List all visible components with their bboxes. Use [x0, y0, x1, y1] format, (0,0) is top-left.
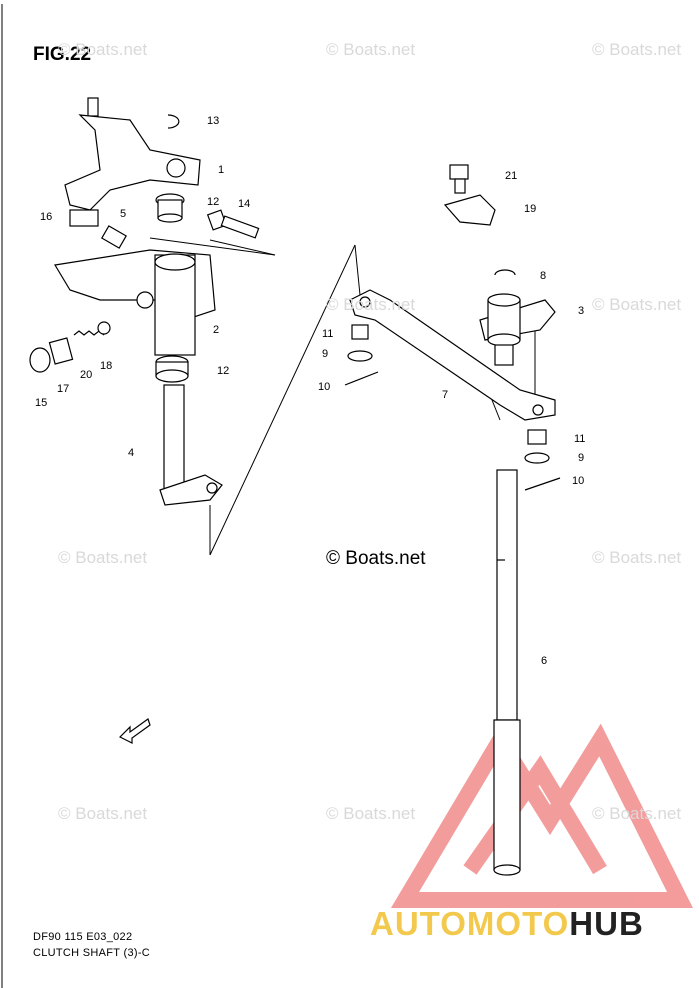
- callout-4: 4: [128, 447, 135, 459]
- cotter-pins-10: [344, 371, 561, 491]
- brand-part-1: AUTO: [370, 905, 467, 942]
- callout-11: 11: [322, 328, 334, 340]
- bracket-2: [54, 249, 216, 356]
- watermark: © Boats.net: [592, 295, 682, 314]
- circlip-8: [494, 269, 516, 276]
- diagram-caption: CLUTCH SHAFT (3)-C: [33, 947, 151, 959]
- automotohub-logo-mark: [390, 723, 693, 908]
- bushing-12-top: [155, 193, 185, 223]
- callout-1: 1: [218, 164, 225, 176]
- figure-title: FIG.22: [33, 44, 92, 65]
- watermark: © Boats.net: [58, 40, 148, 59]
- callout-6: 6: [541, 655, 548, 667]
- detent-parts-15-20: [29, 321, 111, 373]
- washers-9-11-left: [347, 324, 373, 362]
- watermark: © Boats.net: [326, 295, 416, 314]
- bushing-12-bottom: [155, 355, 189, 383]
- brand-part-3: HUB: [569, 905, 644, 942]
- circlip-13: [167, 114, 180, 129]
- callout-18: 18: [100, 360, 113, 372]
- callout-9: 9: [322, 348, 329, 360]
- watermark-main: © Boats.net: [326, 548, 426, 569]
- link-rod-7: [349, 289, 556, 421]
- shaft-4: [159, 384, 223, 506]
- callout-11: 11: [574, 433, 586, 445]
- callout-10: 10: [572, 475, 585, 487]
- callout-12: 12: [207, 196, 220, 208]
- callout-7: 7: [442, 389, 449, 401]
- watermark: © Boats.net: [58, 804, 148, 823]
- callout-2: 2: [213, 324, 220, 336]
- shift-lever-plate: [64, 97, 201, 211]
- bolt-14: [206, 209, 260, 239]
- grease-nipple-5: [101, 225, 127, 249]
- watermark: © Boats.net: [326, 40, 416, 59]
- callout-9: 9: [578, 452, 585, 464]
- clutch-shaft-6: [493, 469, 521, 876]
- callout-12: 12: [217, 365, 230, 377]
- callout-20: 20: [80, 369, 93, 381]
- watermark: © Boats.net: [592, 548, 682, 567]
- automotohub-brand: AUTOMOTOHUB: [370, 905, 644, 943]
- callout-13: 13: [207, 115, 220, 127]
- clamp-16: [69, 209, 99, 227]
- bolt-21: [449, 164, 469, 194]
- brand-part-2: MOTO: [466, 905, 570, 942]
- lever-3: [479, 293, 556, 366]
- watermark: © Boats.net: [592, 40, 682, 59]
- callout-21: 21: [505, 170, 518, 182]
- callout-10: 10: [318, 381, 331, 393]
- watermark: © Boats.net: [592, 804, 682, 823]
- clamp-19: [443, 194, 496, 226]
- callout-5: 5: [120, 208, 127, 220]
- callout-19: 19: [524, 203, 537, 215]
- callout-17: 17: [57, 383, 70, 395]
- reference-lines: [149, 237, 536, 556]
- callout-8: 8: [540, 270, 547, 282]
- watermark: © Boats.net: [58, 548, 148, 567]
- washers-9-11-right: [524, 429, 550, 464]
- diagram-code: DF90 115 E03_022: [33, 931, 133, 943]
- callout-16: 16: [40, 211, 53, 223]
- forward-arrow-icon: [118, 718, 151, 744]
- callout-15: 15: [35, 397, 48, 409]
- watermark: © Boats.net: [326, 804, 416, 823]
- callout-14: 14: [238, 198, 251, 210]
- callout-3: 3: [578, 305, 585, 317]
